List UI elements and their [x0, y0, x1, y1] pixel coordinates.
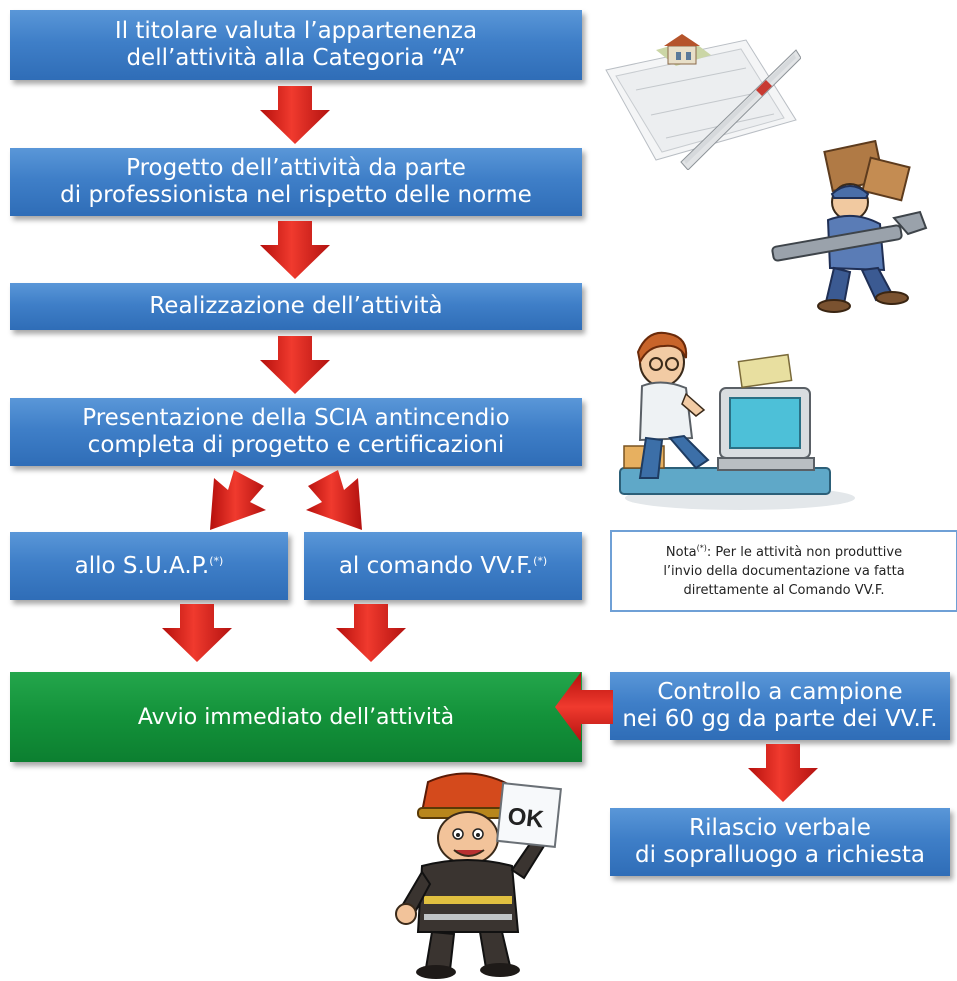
step-rilascio: Rilascio verbale di sopralluogo a richie… — [610, 808, 950, 876]
blueprint-ruler-illustration — [605, 34, 801, 170]
footnote-marker: (*) — [696, 543, 707, 553]
arrow-diagonal-right-icon — [306, 470, 362, 530]
footnote-line2: l’invio della documentazione va fatta — [663, 563, 905, 579]
step-suap-footnote-marker: (*) — [209, 553, 224, 567]
step-rilascio-line2: di sopralluogo a richiesta — [634, 842, 926, 868]
step-valutazione: Il titolare valuta l’appartenenza dell’a… — [10, 10, 582, 80]
step-comando-text: al comando VV.F.(*) — [339, 553, 547, 580]
ok-sign-label: OK — [506, 803, 545, 834]
arrow-down-icon — [336, 604, 406, 662]
step-presentazione: Presentazione della SCIA antincendio com… — [10, 398, 582, 466]
step-presentazione-line2: completa di progetto e certificazioni — [87, 432, 505, 458]
step-comando: al comando VV.F.(*) — [304, 532, 582, 600]
footnote-line3: direttamente al Comando VV.F. — [683, 582, 885, 598]
step-suap: allo S.U.A.P.(*) — [10, 532, 288, 600]
arrow-down-icon — [260, 86, 330, 144]
step-progetto-line1: Progetto dell’attività da parte — [126, 155, 466, 181]
step-rilascio-line1: Rilascio verbale — [689, 815, 871, 841]
step-progetto: Progetto dell’attività da parte di profe… — [10, 148, 582, 216]
step-controllo: Controllo a campione nei 60 gg da parte … — [610, 672, 950, 740]
footnote-line1: Nota(*): Per le attività non produttive — [666, 543, 902, 562]
step-progetto-line2: di professionista nel rispetto delle nor… — [60, 182, 532, 208]
footnote-box: Nota(*): Per le attività non produttive … — [610, 530, 957, 612]
step-realizzazione: Realizzazione dell’attività — [10, 283, 582, 330]
office-worker-computer-illustration — [619, 331, 855, 510]
footnote-text1: : Per le attività non produttive — [706, 544, 903, 560]
step-realizzazione-label: Realizzazione dell’attività — [149, 293, 443, 319]
step-presentazione-line1: Presentazione della SCIA antincendio — [82, 405, 510, 431]
step-controllo-line2: nei 60 gg da parte dei VV.F. — [622, 706, 938, 732]
arrow-down-icon — [260, 221, 330, 279]
firefighter-ok-sign-illustration: OK — [395, 772, 562, 979]
footnote-prefix: Nota — [665, 544, 697, 560]
step-avvio: Avvio immediato dell’attività — [10, 672, 582, 762]
arrow-down-icon — [260, 336, 330, 394]
step-suap-text: allo S.U.A.P.(*) — [75, 553, 224, 580]
arrow-diagonal-left-icon — [210, 470, 266, 530]
step-controllo-line1: Controllo a campione — [657, 679, 903, 705]
step-avvio-label: Avvio immediato dell’attività — [137, 704, 455, 730]
step-comando-label: al comando VV.F. — [338, 552, 534, 579]
step-valutazione-line1: Il titolare valuta l’appartenenza — [114, 18, 478, 44]
arrow-down-icon — [162, 604, 232, 662]
arrow-left-icon — [555, 672, 613, 742]
step-comando-footnote-marker: (*) — [533, 553, 548, 567]
arrow-down-icon — [748, 744, 818, 802]
step-valutazione-line2: dell’attività alla Categoria “A” — [126, 45, 466, 71]
worker-with-wrench-illustration — [771, 140, 928, 313]
step-suap-label: allo S.U.A.P. — [74, 552, 210, 579]
